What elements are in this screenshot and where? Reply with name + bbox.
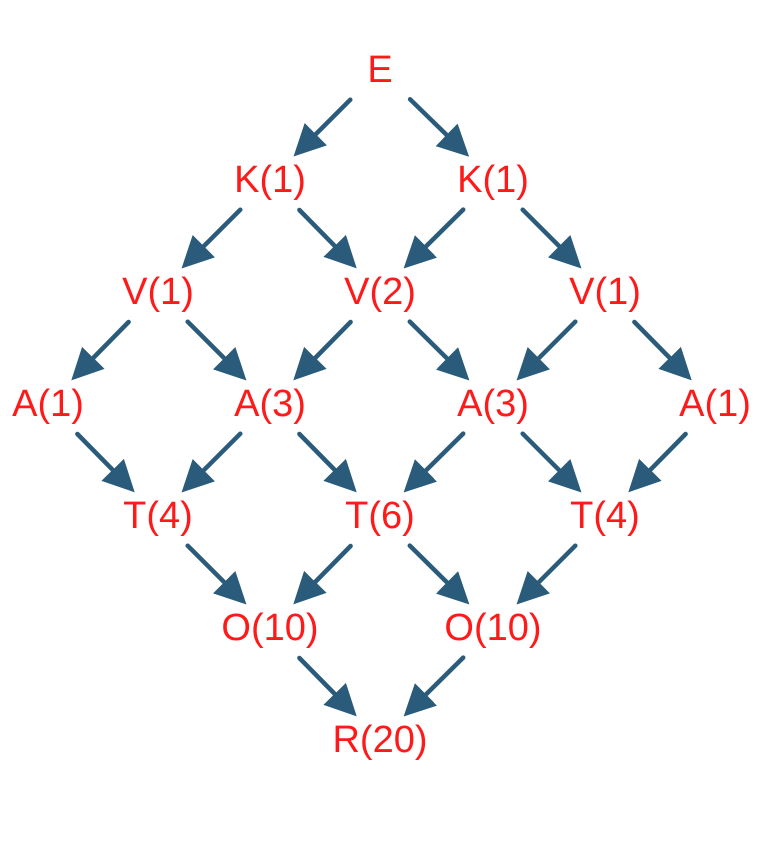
arrow-v1a-to-a1a (71, 319, 131, 381)
node-t4a: T(4) (123, 495, 193, 537)
arrow-a1b-to-t4b (628, 431, 688, 493)
nodes-layer: E K(1) K(1) V(1) V(2) V(1) A(1) A(3) A(3) A(1) T(4… (12, 49, 751, 761)
node-v1a: V(1) (122, 271, 194, 313)
arrow-k1a-to-v1a (181, 207, 243, 269)
node-r20: R(20) (332, 719, 427, 761)
node-o10a: O(10) (221, 607, 318, 649)
arrow-o10b-to-r20 (403, 655, 466, 717)
node-a3b: A(3) (457, 383, 529, 425)
node-t4b: T(4) (570, 495, 640, 537)
node-t6: T(6) (345, 495, 415, 537)
node-v1b: V(1) (569, 271, 641, 313)
arrow-k1b-to-v1b (520, 207, 582, 269)
arrow-k1a-to-v2 (297, 207, 357, 269)
arrow-e-to-k1b (407, 97, 470, 157)
arrow-t4b-to-o10b (516, 543, 578, 605)
arrow-v2-to-a3b (407, 319, 470, 381)
node-a3a: A(3) (234, 383, 306, 425)
arrow-v1a-to-a3a (185, 319, 247, 381)
arrow-a3a-to-t6 (297, 431, 357, 493)
edges-layer (71, 97, 692, 717)
arrow-v2-to-a3a (293, 319, 353, 381)
arrow-v1b-to-a1b (632, 319, 692, 381)
arrow-a3b-to-t4b (520, 431, 582, 493)
node-a1b: A(1) (679, 383, 751, 425)
arrow-t4a-to-o10a (185, 543, 247, 605)
arrow-k1b-to-v2 (403, 207, 466, 269)
arrow-t6-to-o10b (407, 543, 470, 605)
arrow-o10a-to-r20 (297, 655, 357, 717)
node-v2: V(2) (344, 271, 416, 313)
arrow-a3b-to-t6 (403, 431, 466, 493)
arrow-e-to-k1a (293, 97, 353, 157)
arrow-a1a-to-t4a (75, 431, 135, 493)
node-k1b: K(1) (457, 159, 529, 201)
arrow-v1b-to-a3b (516, 319, 578, 381)
node-e: E (367, 49, 392, 91)
arrow-t6-to-o10a (293, 543, 353, 605)
node-a1a: A(1) (12, 383, 84, 425)
node-o10b: O(10) (444, 607, 541, 649)
arrow-a3a-to-t4a (181, 431, 243, 493)
node-k1a: K(1) (234, 159, 306, 201)
